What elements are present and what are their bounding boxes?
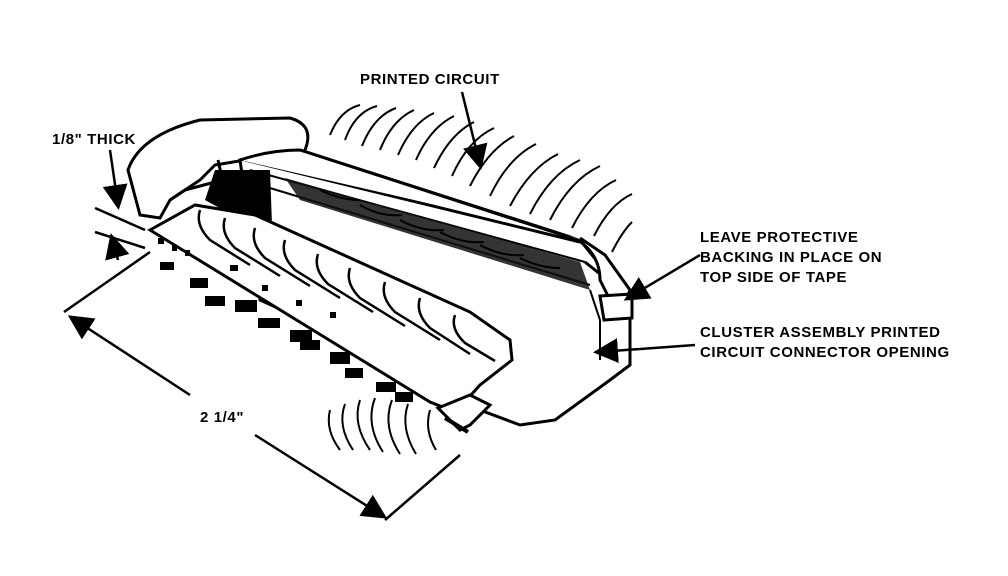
slot-shadow	[205, 170, 272, 225]
inner-ridges	[319, 189, 561, 269]
width-dimension	[63, 250, 461, 521]
thickness-label: 1/8" THICK	[52, 131, 136, 148]
printed-circuit-leader	[460, 91, 488, 170]
tape-fingers	[197, 209, 496, 363]
thickness-dimension	[94, 149, 146, 261]
printed-circuit-label: PRINTED CIRCUIT	[360, 71, 500, 88]
printed-circuit-hatching	[329, 104, 633, 253]
cluster-leader	[593, 338, 696, 364]
leader-lines	[460, 91, 701, 364]
front-tab	[435, 393, 493, 434]
backing-leader	[623, 253, 701, 301]
contact-pads	[158, 238, 413, 402]
protective-backing-label: LEAVE PROTECTIVE BACKING IN PLACE ON TOP…	[700, 229, 883, 286]
width-label: 2 1/4"	[200, 409, 245, 426]
cluster-connector-label: CLUSTER ASSEMBLY PRINTED CIRCUIT CONNECT…	[700, 324, 950, 361]
tape-curve-lines	[327, 397, 437, 455]
